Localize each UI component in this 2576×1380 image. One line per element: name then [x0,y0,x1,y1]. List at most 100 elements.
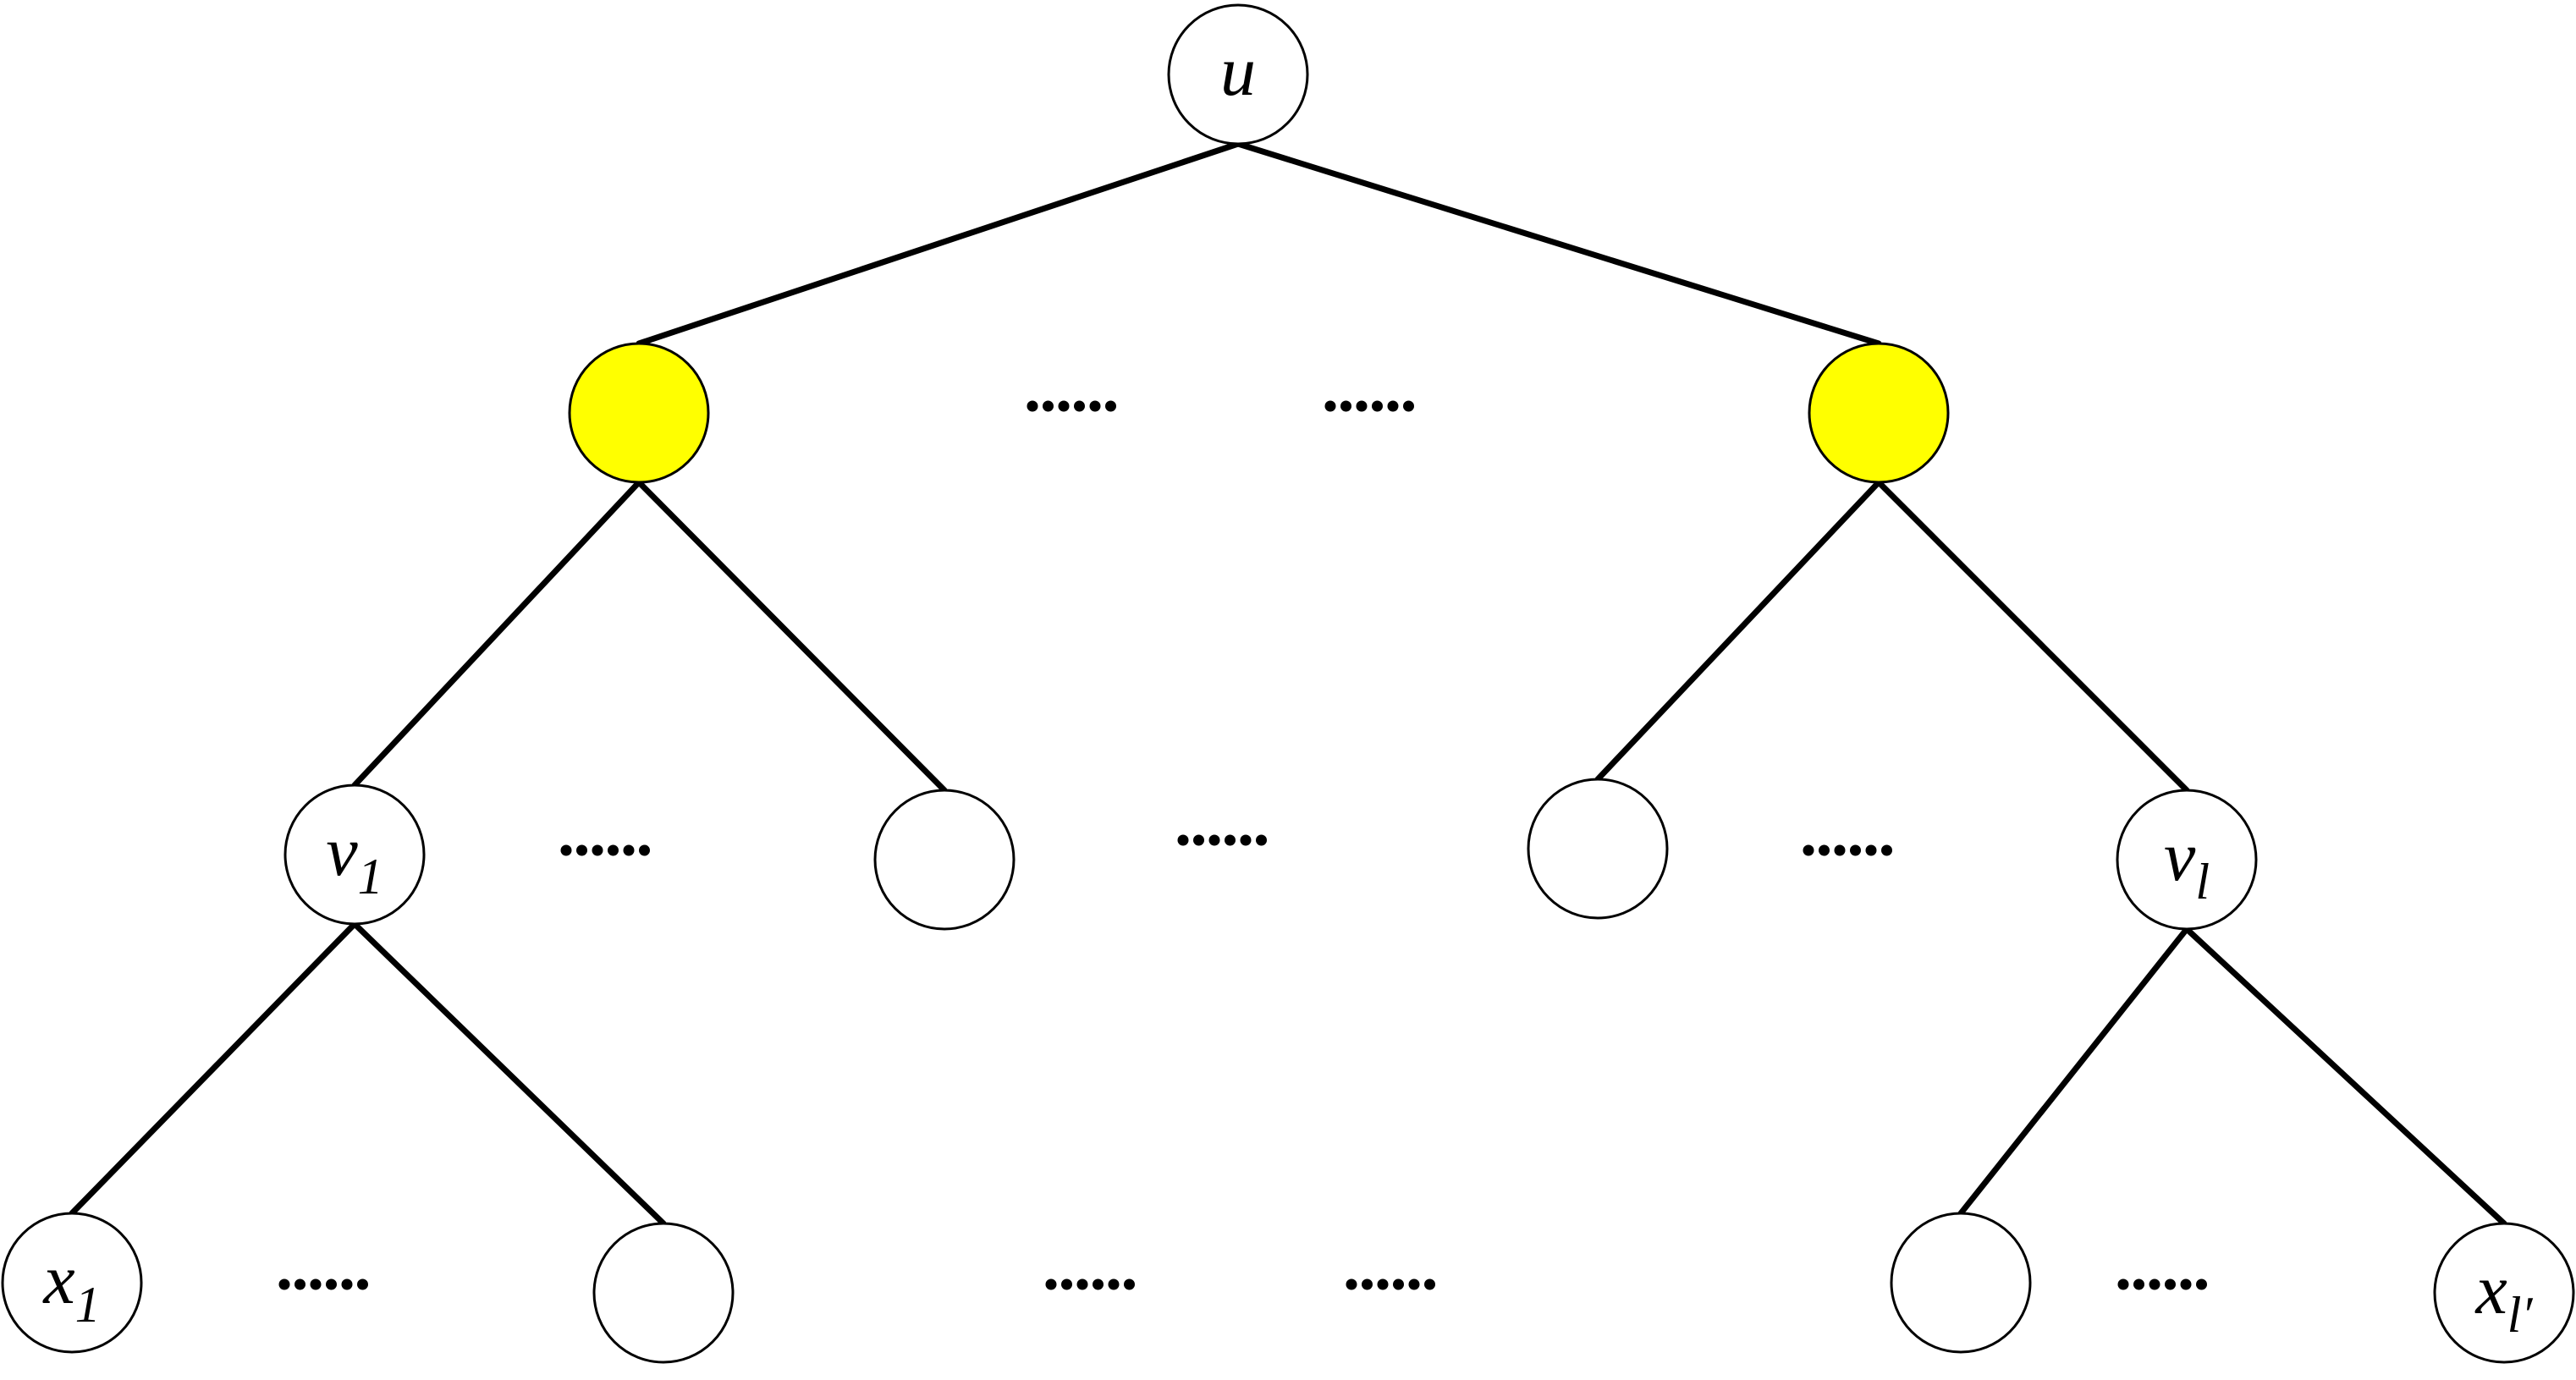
node-label-main: v [326,812,358,891]
ellipsis-dot [576,844,587,856]
ellipsis-dot [1403,400,1414,412]
node-label-subscript: l [2195,854,2210,910]
ellipsis-dot [1043,400,1054,412]
ellipsis-dot [326,1278,337,1290]
ellipsis-dot [2133,1278,2144,1290]
node-circle [873,789,1016,931]
node-label-main: x [2474,1251,2507,1329]
ellipsis-7 [1045,1278,1135,1290]
ellipsis-dot [341,1278,353,1290]
ellipsis-dot [1834,844,1846,856]
ellipsis-2 [1324,400,1414,412]
ellipsis-dot [608,844,619,856]
ellipsis-9 [2117,1278,2207,1290]
ellipsis-dot [1850,844,1861,856]
edge-v_first-to-x_first [69,921,358,1217]
node-circle [283,783,426,926]
node-label-subscript: l′ [2507,1287,2534,1343]
node-x-first: x1 [1,1212,143,1354]
node-circle [568,342,710,484]
ellipsis-dot [1356,400,1368,412]
ellipsis-dot [1324,400,1336,412]
node-label-subscript: 1 [358,849,383,904]
edge-mid_left-to-v_first [351,479,642,789]
edge-v_last-to-leaf_inner_right [1957,926,2190,1217]
node-circle [1167,3,1309,146]
ellipsis-dot [1362,1278,1373,1290]
ellipsis-dot [1124,1278,1135,1290]
edge-mid_right-to-v_last [1875,479,2190,794]
node-level2-inner-right [1527,778,1669,920]
node-v-last: vl [2116,789,2258,931]
edges-layer [69,140,2507,1227]
edge-v_first-to-leaf_inner_left [351,921,667,1227]
ellipsis-dot [2180,1278,2192,1290]
node-label-main: u [1220,32,1256,111]
ellipsis-dot [2196,1278,2207,1290]
ellipsis-dot [1387,400,1399,412]
ellipsis-dot [623,844,635,856]
node-level2-inner-left [873,789,1016,931]
node-circle [2433,1222,2575,1364]
ellipsis-dot [592,844,603,856]
node-label-main: v [2164,817,2196,896]
ellipsis-dot [1865,844,1877,856]
ellipsis-layer [278,400,2207,1290]
ellipsis-dot [1256,834,1267,846]
ellipsis-8 [1346,1278,1435,1290]
ellipsis-dot [278,1278,290,1290]
ellipsis-dot [1377,1278,1389,1290]
ellipsis-dot [1408,1278,1420,1290]
ellipsis-1 [1027,400,1116,412]
ellipsis-dot [1193,834,1204,846]
edge-mid_left-to-level2_inner_left [636,479,948,794]
ellipsis-dot [294,1278,305,1290]
ellipsis-dot [1058,400,1070,412]
ellipsis-dot [1340,400,1351,412]
ellipsis-dot [1074,400,1085,412]
ellipsis-dot [2149,1278,2160,1290]
ellipsis-dot [1819,844,1830,856]
ellipsis-dot [1393,1278,1404,1290]
ellipsis-dot [560,844,572,856]
node-label: xl′ [2474,1251,2533,1343]
ellipsis-dot [310,1278,322,1290]
ellipsis-dot [1240,834,1252,846]
ellipsis-dot [1346,1278,1357,1290]
ellipsis-dot [1089,400,1101,412]
node-mid-left [568,342,710,484]
node-mid-right [1808,342,1950,484]
ellipsis-dot [357,1278,368,1290]
ellipsis-4 [1177,834,1267,846]
ellipsis-5 [1803,844,1892,856]
ellipsis-dot [1093,1278,1104,1290]
node-circle [1808,342,1950,484]
node-label: u [1220,32,1256,111]
ellipsis-dot [1045,1278,1057,1290]
node-label: vl [2164,817,2210,910]
node-leaf-inner-left [592,1222,735,1364]
node-label-main: x [41,1240,74,1319]
node-circle [592,1222,735,1364]
ellipsis-dot [2117,1278,2129,1290]
ellipsis-dot [1076,1278,1088,1290]
ellipsis-dot [1027,400,1038,412]
edge-v_last-to-x_last [2183,926,2507,1227]
ellipsis-dot [1208,834,1220,846]
node-circle [2116,789,2258,931]
edge-root-to-mid_right [1235,140,1882,347]
ellipsis-dot [639,844,650,856]
ellipsis-dot [1105,400,1116,412]
node-label: x1 [41,1240,100,1333]
node-circle [1527,778,1669,920]
ellipsis-dot [1108,1278,1120,1290]
ellipsis-dot [1372,400,1383,412]
node-leaf-inner-right [1890,1212,2032,1354]
ellipsis-dot [1424,1278,1435,1290]
node-label-subscript: 1 [75,1277,101,1333]
ellipsis-dot [1881,844,1892,856]
edge-root-to-mid_left [636,140,1241,347]
ellipsis-dot [2165,1278,2176,1290]
